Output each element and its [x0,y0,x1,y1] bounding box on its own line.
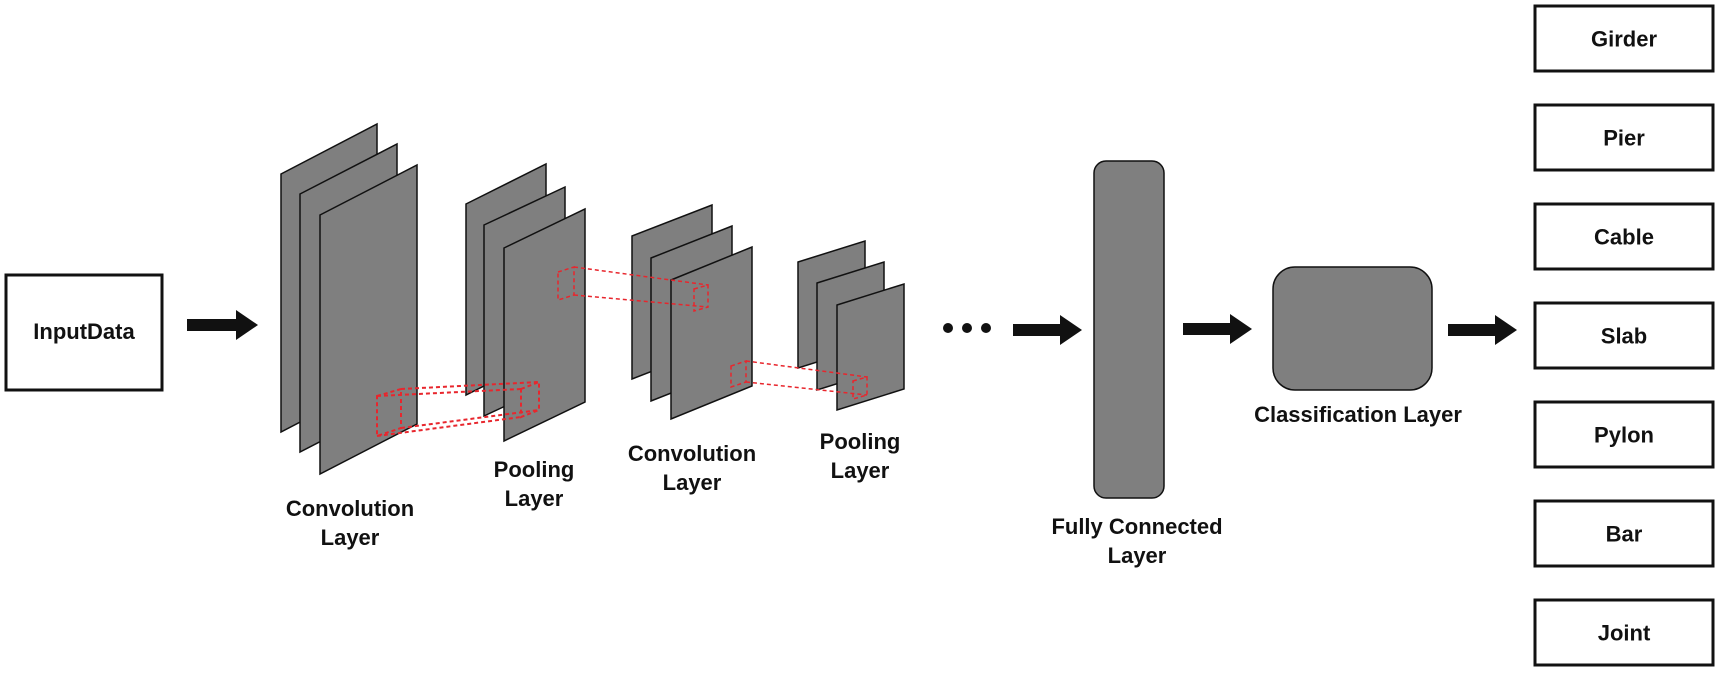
conv1-label-line2: Layer [321,525,380,550]
classification-block [1272,266,1433,391]
output-class-box [1533,400,1715,469]
classification-label: Classification Layer [1254,402,1462,427]
arrows [187,310,1517,345]
output-class-box [1533,4,1715,73]
output-class-label: Girder [1591,27,1657,52]
pool1-label-line1: Pooling [494,457,575,482]
pool-layer-1: Pooling Layer [465,162,586,511]
conv1-to-pool1-connection [376,380,540,438]
output-class-label: Joint [1598,621,1651,646]
conv2-to-pool2-connection [730,359,868,400]
output-class-girder: Girder [1533,4,1715,73]
pool2-label-line1: Pooling [820,429,901,454]
output-class-box [1533,301,1715,370]
output-class-label: Cable [1594,225,1654,250]
output-class-label: Pylon [1594,423,1654,448]
output-class-label: Bar [1606,522,1643,547]
output-class-slab: Slab [1533,301,1715,370]
conv2-label-line1: Convolution [628,441,756,466]
input-box [4,273,164,392]
feature-map [319,163,418,476]
conv-layer-1: Convolution Layer [280,122,418,550]
arrow-classification-to-outputs [1448,315,1517,345]
output-class-bar: Bar [1533,499,1715,568]
arrow-to-fc [1013,315,1082,345]
fully-connected-layer: Fully Connected Layer [1051,160,1223,568]
feature-map [836,282,905,412]
output-class-joint: Joint [1533,598,1715,667]
output-class-box [1533,598,1715,667]
output-class-label: Pier [1603,126,1645,151]
conv-layer-2: Convolution Layer [628,203,756,495]
output-class-label: Slab [1601,324,1647,349]
pool1-label-line2: Layer [505,486,564,511]
output-class-box [1533,499,1715,568]
arrow-input-to-conv [187,310,258,340]
classification-layer: Classification Layer [1254,266,1462,427]
receptive-field-highlights [376,265,868,438]
pool1-to-conv2-connection [557,265,709,312]
conv2-label-line2: Layer [663,470,722,495]
output-class-box [1533,103,1715,172]
output-class-box [1533,202,1715,271]
feature-map [503,207,586,443]
output-class-pier: Pier [1533,103,1715,172]
input-node: InputData [4,273,164,392]
arrow-fc-to-classification [1183,314,1252,344]
fc-label-line2: Layer [1108,543,1167,568]
output-class-cable: Cable [1533,202,1715,271]
fc-block [1093,160,1165,499]
input-label: InputData [33,319,135,344]
pool2-target-region [852,376,868,400]
ellipsis-icon [943,323,991,333]
conv1-label-line1: Convolution [286,496,414,521]
pool2-label-line2: Layer [831,458,890,483]
output-class-pylon: Pylon [1533,400,1715,469]
fc-label-line1: Fully Connected [1051,514,1222,539]
pool-layer-2: Pooling Layer [797,239,905,483]
